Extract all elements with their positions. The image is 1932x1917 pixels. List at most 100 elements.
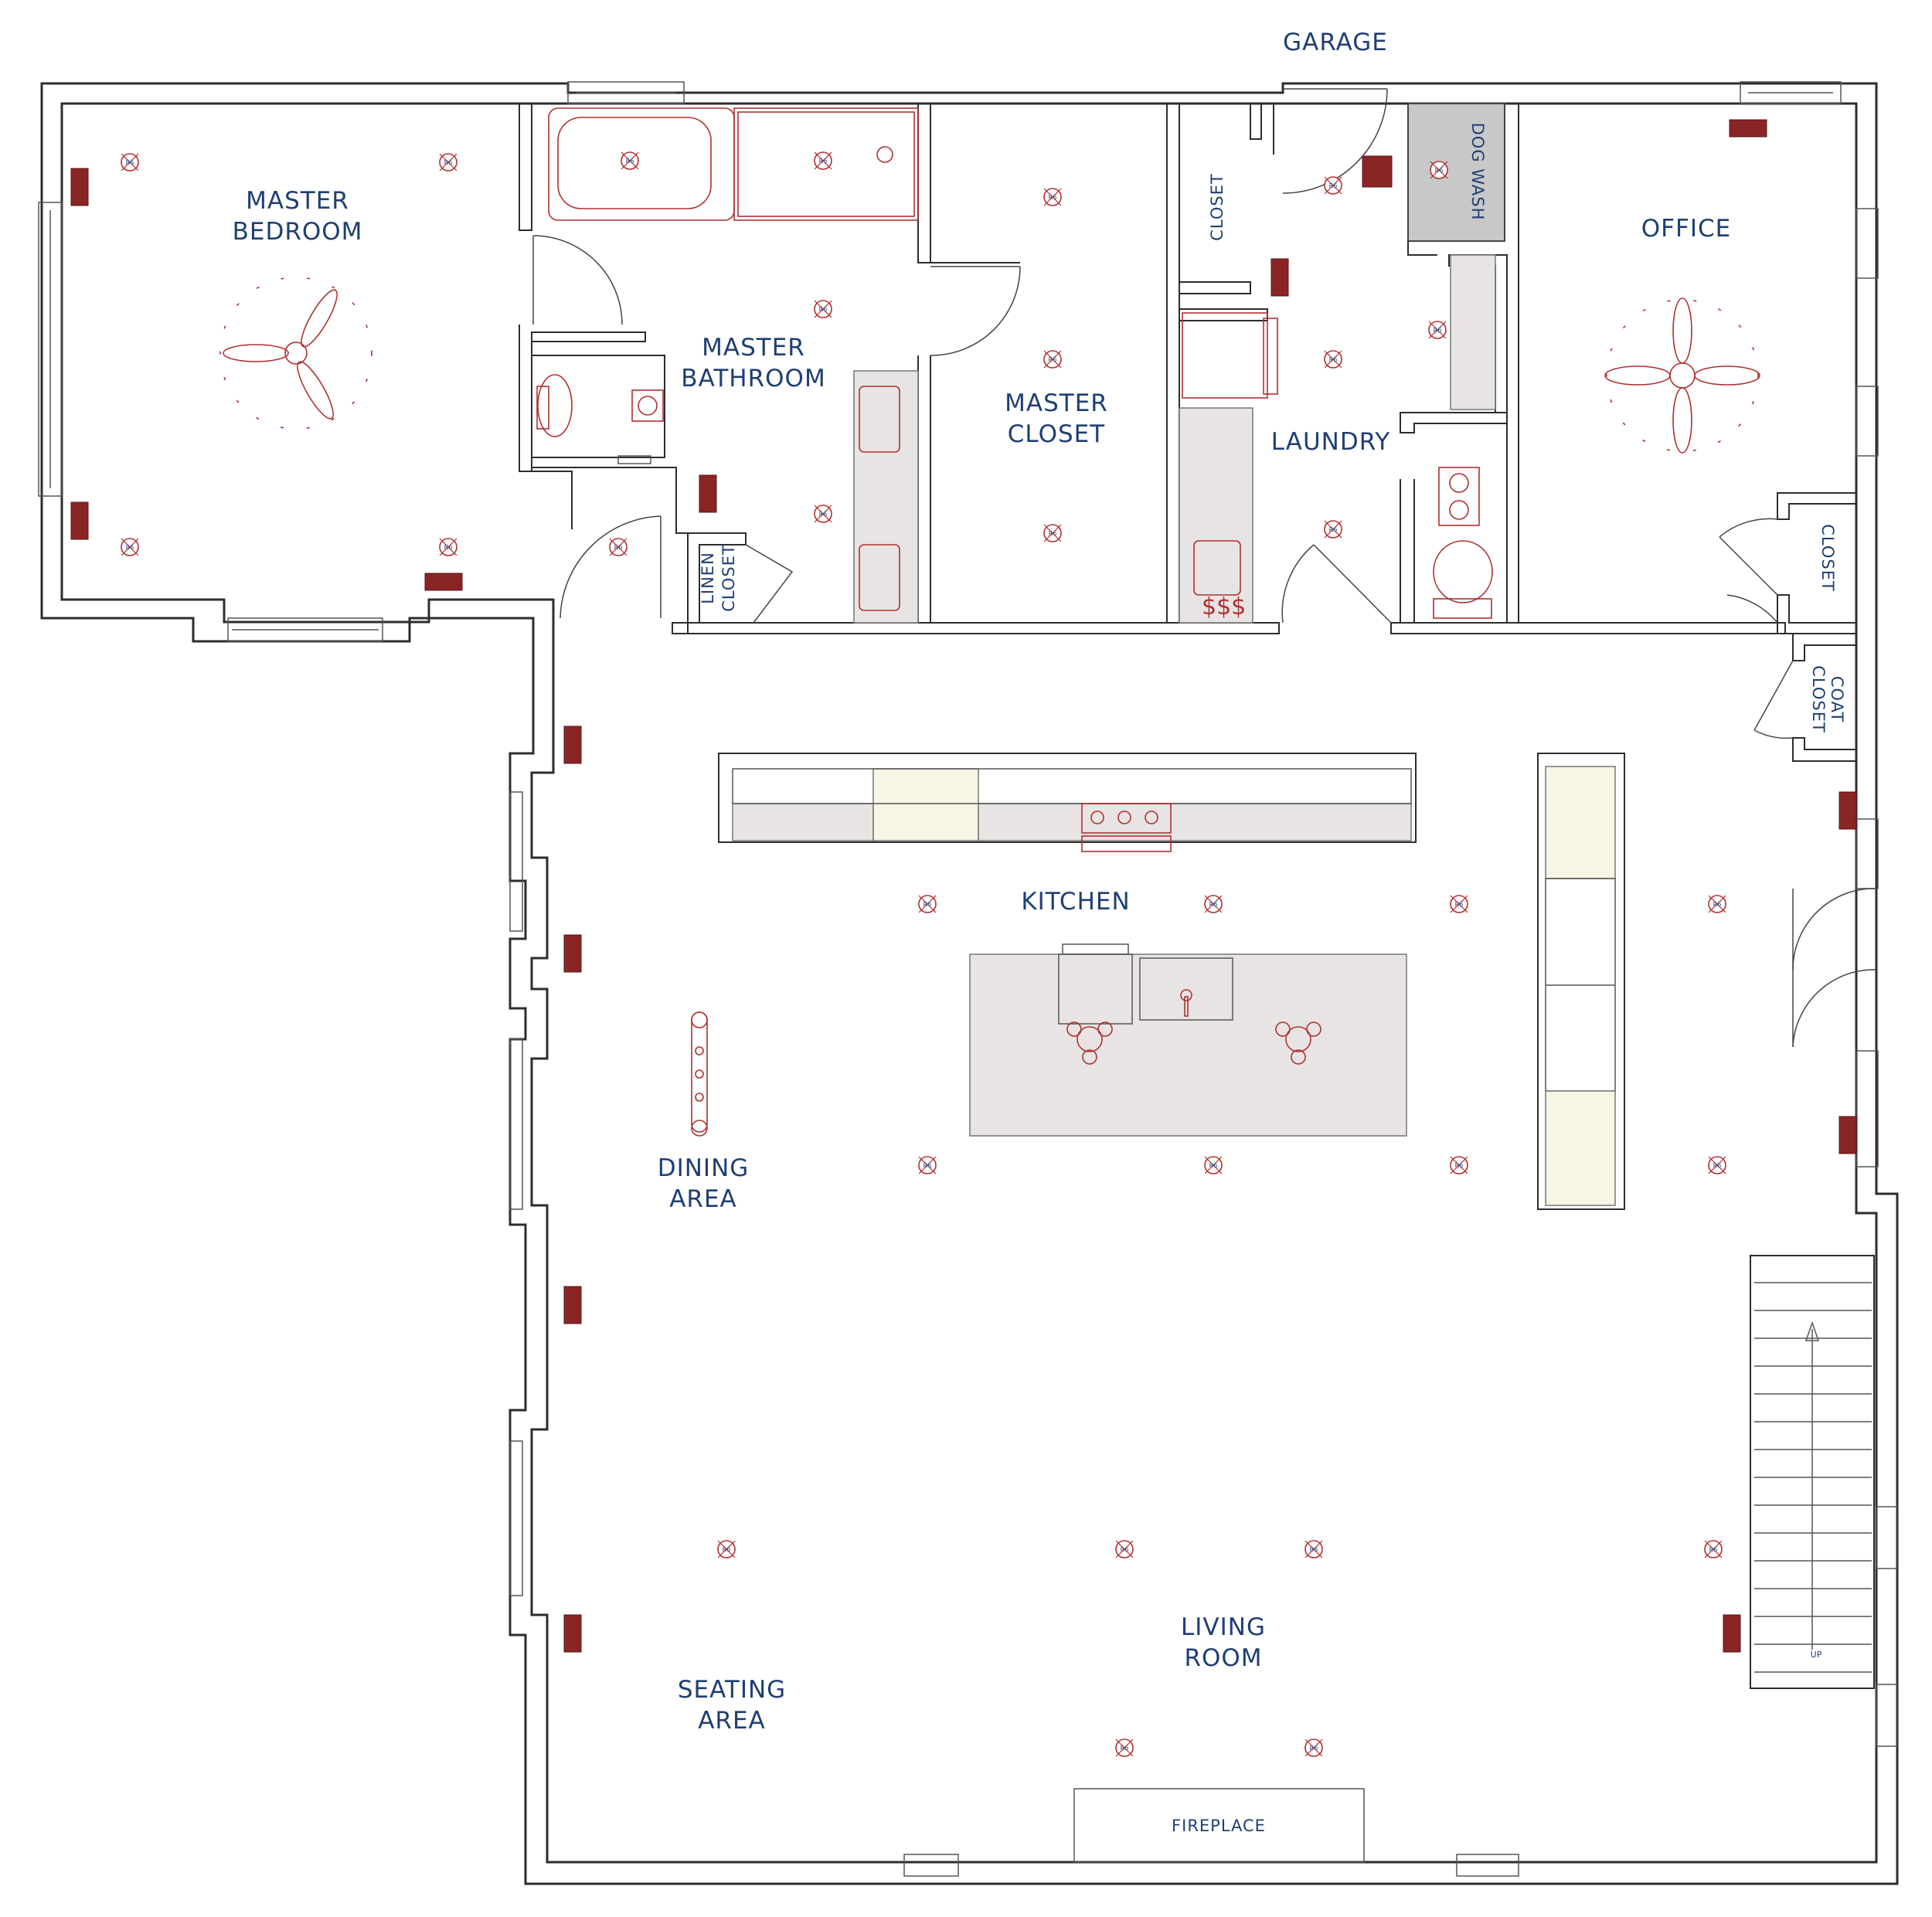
recessed-light-icon: R6: [1430, 161, 1448, 179]
label-living-1: LIVING: [1181, 1613, 1266, 1641]
kitchen-fixtures: [718, 753, 1625, 1210]
recessed-light-text: R6: [444, 544, 453, 551]
recessed-light-icon: R6: [1450, 895, 1468, 913]
label-linen-1: LINEN: [699, 552, 717, 604]
label-kitchen: KITCHEN: [1021, 888, 1130, 916]
interior-walls: [519, 103, 1857, 762]
label-office-closet: CLOSET: [1818, 524, 1837, 592]
recessed-light-icon: R6: [1304, 1540, 1323, 1558]
label-master-closet-2: CLOSET: [1008, 420, 1105, 448]
recessed-light-icon: R6: [1043, 188, 1062, 206]
recessed-light-text: R6: [1329, 356, 1338, 363]
recessed-light-text: R6: [923, 901, 932, 908]
label-coat-2: CLOSET: [1809, 665, 1828, 733]
label-dining-1: DINING: [658, 1154, 750, 1182]
washer-icon: [1182, 312, 1268, 399]
outlet-panel-icon: [563, 1614, 582, 1653]
hvac-vent-icon: [1362, 155, 1393, 188]
outlet-panel-icon: [1838, 791, 1857, 830]
recessed-light-icon: R6: [918, 895, 937, 913]
label-seating-2: AREA: [698, 1707, 766, 1735]
recessed-light-icon: R6: [1428, 321, 1447, 339]
ceiling-fan-icon: [1604, 297, 1760, 454]
recessed-light-icon: R6: [918, 1156, 937, 1174]
label-master-closet-1: MASTER: [1005, 389, 1108, 417]
outlet-panel-icon: [563, 726, 582, 764]
recessed-light-icon: R6: [1704, 1540, 1723, 1558]
recessed-light-icon: R6: [621, 151, 639, 170]
label-laundry: LAUNDRY: [1271, 428, 1390, 456]
outlet-panel-icon: [70, 501, 89, 540]
recessed-light-text: R6: [1310, 1546, 1318, 1553]
recessed-light-icon: R6: [814, 505, 832, 523]
recessed-light-text: R6: [723, 1546, 731, 1553]
recessed-light-text: R6: [1455, 1162, 1464, 1169]
label-living-2: ROOM: [1184, 1644, 1262, 1672]
label-master-bathroom-2: BATHROOM: [681, 365, 825, 393]
outlet-panel-icon: [1270, 258, 1289, 297]
staircase: UP: [1750, 1255, 1875, 1689]
outlet-panel-icon: [1723, 1614, 1741, 1653]
recessed-light-text: R6: [1435, 167, 1444, 174]
pendant-light-icon: [1066, 1021, 1113, 1065]
recessed-light-text: R6: [1709, 1546, 1718, 1553]
recessed-light-icon: R6: [814, 151, 832, 170]
label-seating-1: SEATING: [678, 1676, 786, 1704]
toilet-icon-laundry: [1433, 540, 1493, 603]
label-master-bedroom-2: BEDROOM: [233, 218, 363, 246]
recessed-light-text: R6: [819, 158, 828, 165]
recessed-light-icon: R6: [1450, 1156, 1468, 1174]
outlet-panel-icon: [1838, 1116, 1857, 1154]
fireplace: FIREPLACE: [1073, 1788, 1365, 1863]
recessed-light-text: R6: [626, 158, 634, 165]
doors: [532, 88, 1877, 1048]
range-icon: [1081, 803, 1172, 834]
recessed-light-text: R6: [1329, 526, 1338, 533]
bath-fixtures: [536, 107, 919, 624]
recessed-light-icon: R6: [1324, 350, 1342, 369]
recessed-light-icon: R6: [121, 538, 139, 556]
recessed-light-icon: R6: [439, 153, 457, 172]
outlet-panels: [70, 119, 1857, 1653]
toilet-icon: [537, 374, 573, 437]
recessed-light-icon: R6: [1204, 895, 1223, 913]
label-master-bedroom-1: MASTER: [246, 187, 349, 215]
recessed-light-text: R6: [126, 544, 134, 551]
recessed-light-text: R6: [819, 306, 828, 313]
stairs-up-label: UP: [1811, 1650, 1822, 1660]
shower-drain-icon: [876, 146, 893, 163]
label-office: OFFICE: [1641, 215, 1731, 243]
recessed-light-text: R6: [1209, 901, 1218, 908]
recessed-light-icon: R6: [1324, 176, 1342, 195]
recessed-light-text: R6: [819, 511, 828, 518]
recessed-light-text: R6: [1713, 901, 1722, 908]
recessed-light-icon: R6: [1708, 895, 1726, 913]
room-labels: GARAGE MASTER BEDROOM MASTER BATHROOM MA…: [233, 29, 1846, 1735]
kitchen-island: [969, 953, 1407, 1137]
recessed-light-text: R6: [1209, 1162, 1218, 1169]
recessed-light-text: R6: [1310, 1745, 1318, 1752]
ceiling-fan-icon: [219, 277, 372, 430]
recessed-light-text: R6: [1049, 194, 1057, 201]
pendant-light-icon: [1275, 1021, 1321, 1065]
outlet-panel-icon: [424, 573, 463, 591]
recessed-light-text: R6: [1329, 182, 1338, 189]
label-linen-2: CLOSET: [719, 544, 738, 612]
dog-wash-area: [1407, 103, 1505, 242]
faucet-icon: [1180, 989, 1192, 1001]
recessed-light-text: R6: [1455, 901, 1464, 908]
recessed-light-icon: R6: [121, 153, 139, 172]
label-laundry-closet: CLOSET: [1208, 173, 1226, 241]
outlet-panel-icon: [1729, 119, 1767, 138]
recessed-light-text: R6: [1049, 356, 1057, 363]
recessed-light-text: R6: [1049, 530, 1057, 537]
recessed-light-text: R6: [1121, 1745, 1129, 1752]
label-garage: GARAGE: [1283, 29, 1388, 56]
label-dining-2: AREA: [669, 1185, 737, 1213]
outlet-panel-icon: [563, 934, 582, 973]
recessed-light-text: R6: [126, 159, 134, 166]
outlet-mark: $$$: [1202, 593, 1246, 620]
recessed-light-icon: R6: [814, 300, 832, 318]
recessed-light-icon: R6: [1115, 1739, 1134, 1757]
